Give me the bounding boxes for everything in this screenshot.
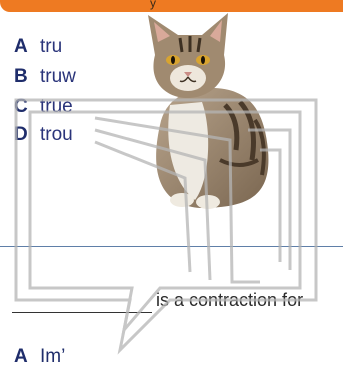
section-divider [0, 246, 343, 247]
option-letter: A [14, 36, 28, 57]
option-text: truw [40, 66, 76, 87]
option-b[interactable]: B truw [14, 66, 76, 88]
option-text: true [40, 96, 73, 117]
option-c[interactable]: C true [14, 96, 73, 118]
option-a[interactable]: A tru [14, 36, 62, 58]
option-letter: D [14, 124, 28, 145]
option-letter: C [14, 96, 28, 117]
option-d[interactable]: D trou [14, 124, 73, 146]
option-text: tru [40, 36, 63, 57]
banner-glyph: y [150, 0, 156, 10]
answer-blank[interactable] [12, 312, 152, 313]
option-text: Im’ [40, 346, 66, 367]
top-banner: y [0, 0, 343, 12]
option-letter: A [14, 346, 28, 367]
option-letter: B [14, 66, 28, 87]
option-text: trou [40, 124, 73, 145]
question-text: is a contraction for [156, 290, 304, 310]
cat-illustration [148, 13, 269, 209]
option-a-next[interactable]: A Im’ [14, 346, 65, 368]
